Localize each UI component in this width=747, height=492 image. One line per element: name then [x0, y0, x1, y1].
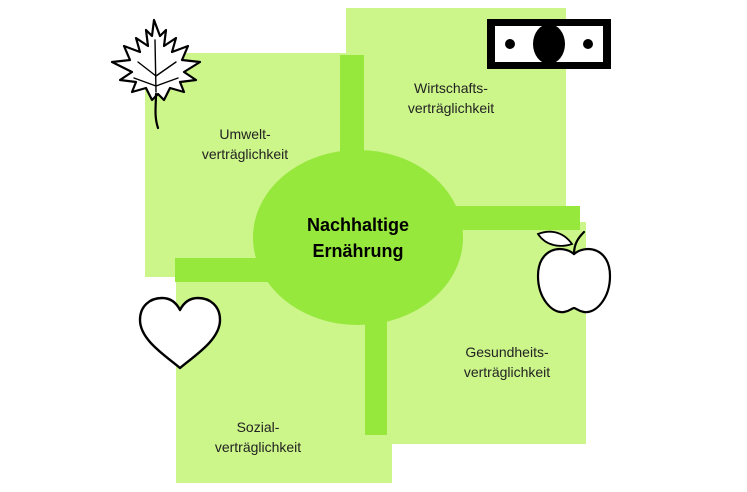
connector-right: [455, 206, 580, 230]
label-social-line1: Sozial-: [236, 419, 280, 435]
maple-leaf-icon: [110, 18, 202, 130]
label-social-line2: verträglichkeit: [214, 439, 302, 455]
center-title-line1: Nachhaltige: [306, 214, 410, 235]
connector-bottom: [365, 305, 387, 435]
label-health-line2: verträglichkeit: [463, 364, 551, 380]
apple-icon: [536, 230, 612, 314]
label-health-line1: Gesundheits-: [465, 344, 549, 360]
label-environment-line1: Umwelt-: [219, 126, 271, 142]
label-economy: Wirtschafts- verträglichkeit: [366, 78, 536, 118]
label-economy-line2: verträglichkeit: [407, 100, 495, 116]
label-environment: Umwelt- verträglichkeit: [160, 124, 330, 164]
label-environment-line2: verträglichkeit: [201, 146, 289, 162]
label-social: Sozial- verträglichkeit: [173, 417, 343, 457]
center-circle: Nachhaltige Ernährung: [253, 150, 463, 325]
heart-icon: [138, 296, 222, 370]
center-title-line2: Ernährung: [312, 240, 404, 261]
label-health: Gesundheits- verträglichkeit: [422, 342, 592, 382]
label-economy-line1: Wirtschafts-: [414, 80, 488, 96]
banknote-icon: [487, 19, 611, 69]
